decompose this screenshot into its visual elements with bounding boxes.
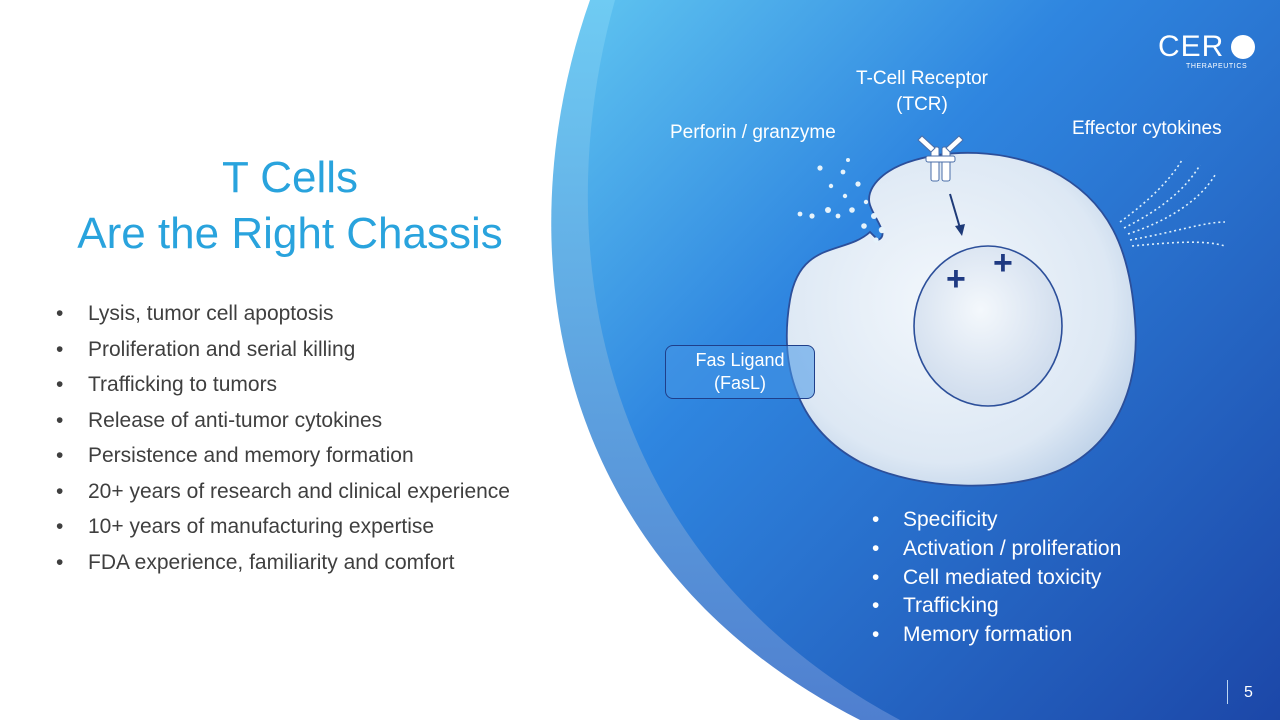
bullet-icon: • (56, 302, 64, 325)
list-item: • Specificity (872, 506, 1252, 535)
bullet-icon: • (872, 508, 880, 531)
bullet-icon: • (56, 337, 64, 361)
list-item-text: Proliferation and serial killing (88, 337, 356, 361)
logo-circle-icon (1231, 35, 1255, 59)
list-item: • Proliferation and serial killing (56, 332, 576, 368)
list-item-text: Persistence and memory formation (88, 444, 414, 467)
plus-sign-2: + (993, 244, 1013, 282)
list-item: • Persistence and memory formation (56, 438, 576, 474)
list-item-text: Activation / proliferation (903, 536, 1122, 560)
fas-label-line-2: (FasL) (713, 373, 766, 393)
tcr-label-line-2: (TCR) (896, 94, 948, 115)
list-item-text: FDA experience, familiarity and comfort (88, 550, 455, 574)
effector-cytokines-label: Effector cytokines (1072, 118, 1222, 139)
tcr-label-line-1: T-Cell Receptor (856, 68, 988, 89)
tcr-receptor-icon (917, 135, 964, 182)
list-item: • Cell mediated toxicity (872, 564, 1252, 593)
list-item-text: 20+ years of research and clinical exper… (88, 479, 510, 503)
nucleus (913, 245, 1063, 407)
bullet-icon: • (872, 623, 880, 647)
list-item-text: 10+ years of manufacturing expertise (88, 515, 435, 538)
title-line-2: Are the Right Chassis (77, 209, 503, 258)
company-logo: CER THERAPEUTICS (1158, 30, 1258, 72)
slide-title: T Cells Are the Right Chassis (40, 150, 540, 262)
list-item: • 10+ years of manufacturing expertise (56, 509, 576, 545)
fas-label-line-1: Fas Ligand (695, 350, 785, 370)
list-item-text: Specificity (903, 508, 998, 531)
list-item-text: Trafficking (903, 594, 999, 618)
bullet-icon: • (872, 594, 880, 618)
list-item: • Memory formation (872, 621, 1252, 650)
bullet-icon: • (56, 550, 64, 574)
list-item: • Lysis, tumor cell apoptosis (56, 296, 576, 332)
list-item: • Activation / proliferation (872, 535, 1252, 564)
list-item: • 20+ years of research and clinical expe… (56, 474, 576, 510)
plus-sign-1: + (946, 260, 966, 298)
tcr-label: T-Cell Receptor (TCR) (830, 66, 1014, 118)
page-number-divider (1227, 680, 1228, 704)
fas-ligand-box: Fas Ligand (FasL) (665, 345, 815, 399)
bullet-icon: • (56, 373, 64, 396)
list-item: • Release of anti-tumor cytokines (56, 403, 576, 439)
perforin-label: Perforin / granzyme (670, 122, 836, 143)
list-item: • FDA experience, familiarity and comfort (56, 545, 576, 581)
list-item-text: Lysis, tumor cell apoptosis (88, 302, 334, 325)
signal-arrow-icon (949, 193, 965, 236)
bullet-icon: • (872, 536, 880, 560)
list-item-text: Cell mediated toxicity (903, 565, 1102, 589)
effector-cytokines-icon (1119, 159, 1226, 247)
list-item: • Trafficking to tumors (56, 367, 576, 403)
list-item-text: Trafficking to tumors (88, 373, 278, 396)
logo-subtitle: THERAPEUTICS (1186, 63, 1248, 70)
bullet-icon: • (56, 444, 64, 467)
right-bullet-list: • Specificity • Activation / proliferation… (872, 506, 1252, 650)
title-line-1: T Cells (221, 153, 359, 202)
bullet-icon: • (872, 565, 880, 589)
page-number: 5 (1244, 684, 1253, 701)
bullet-icon: • (56, 479, 64, 503)
list-item-text: Memory formation (903, 623, 1073, 647)
logo-wordmark: CER (1158, 30, 1225, 63)
list-item: • Trafficking (872, 592, 1252, 621)
list-item-text: Release of anti-tumor cytokines (88, 408, 383, 432)
left-bullet-list: • Lysis, tumor cell apoptosis • Proliferat… (56, 296, 576, 580)
bullet-icon: • (56, 408, 64, 432)
bullet-icon: • (56, 515, 64, 538)
perforin-granules-icon (797, 158, 886, 243)
